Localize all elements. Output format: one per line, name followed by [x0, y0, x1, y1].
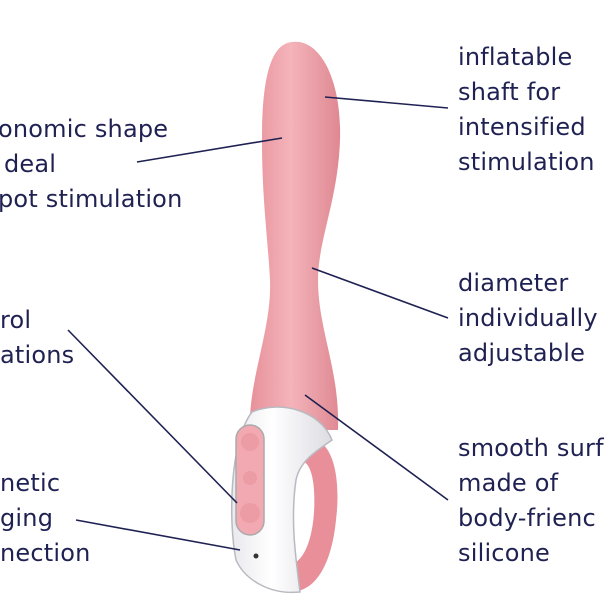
label-diameter: diameter individually adjustable [458, 266, 598, 371]
minus-button-icon[interactable] [240, 503, 260, 523]
label-line: nection [0, 539, 91, 567]
label-line: onomic shape [0, 115, 169, 143]
power-button-icon[interactable] [243, 471, 257, 485]
label-line: stimulation [458, 148, 595, 176]
label-line: body-frienc [458, 504, 596, 532]
label-line: shaft for [458, 78, 561, 106]
callout-line [304, 394, 449, 501]
callout-line [311, 267, 449, 319]
label-line: inflatable [458, 43, 573, 71]
label-line: intensified [458, 113, 586, 141]
label-smooth-surface: smooth surf made of body-frienc silicone [458, 431, 604, 571]
ring-loop [290, 438, 338, 592]
label-line: ations [0, 341, 75, 369]
label-line: pot stimulation [0, 185, 183, 213]
label-line: made of [458, 469, 559, 497]
label-ergonomic-shape: onomic shape deal pot stimulation [0, 112, 182, 217]
callout-line [136, 137, 283, 163]
callout-line [324, 96, 449, 109]
plus-button-icon[interactable] [241, 433, 259, 451]
callout-lines [67, 96, 449, 551]
charging-port-icon [253, 553, 259, 559]
label-line: adjustable [458, 339, 586, 367]
label-line: deal [4, 150, 57, 178]
label-line: diameter [458, 269, 569, 297]
callout-line [75, 519, 241, 551]
label-inflatable-shaft: inflatable shaft for intensified stimula… [458, 40, 595, 180]
label-magnetic-charging: netic ging nection [0, 466, 91, 571]
label-line: individually [458, 304, 598, 332]
shaft [249, 41, 341, 430]
label-line: netic [0, 469, 61, 497]
callout-line [67, 329, 238, 504]
label-line: ging [0, 504, 54, 532]
label-line: rol [0, 306, 32, 334]
label-control: rol ations [0, 303, 74, 373]
label-line: smooth surf [458, 434, 604, 462]
label-line: silicone [458, 539, 550, 567]
